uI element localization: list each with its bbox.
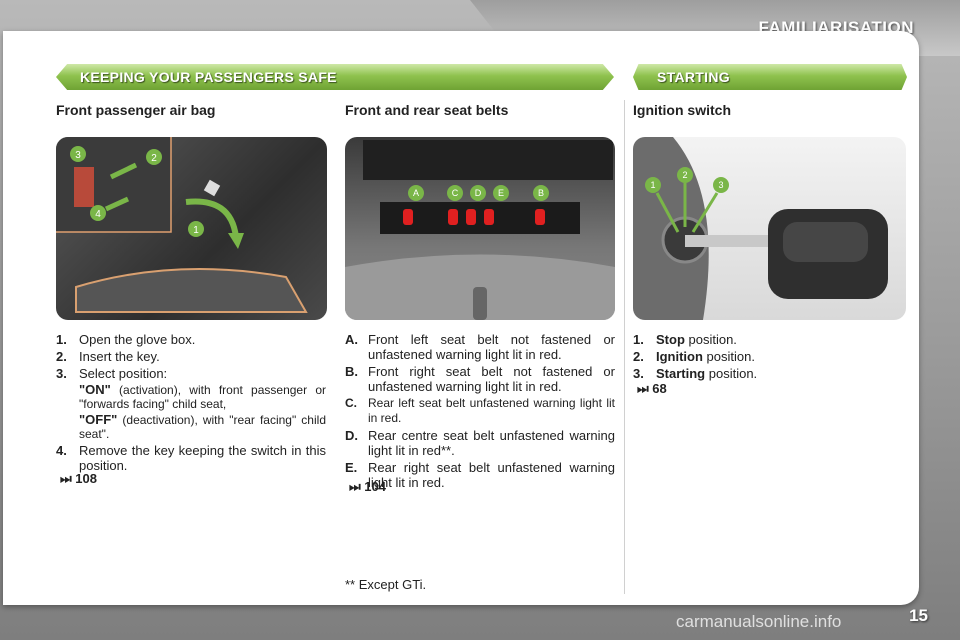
callout-1-icon: 1 <box>188 221 204 237</box>
belts-heading: Front and rear seat belts <box>345 102 509 118</box>
banner-passengers-safe-label: KEEPING YOUR PASSENGERS SAFE <box>80 69 337 85</box>
svg-text:D: D <box>475 188 482 198</box>
airbag-on-option: "ON" (activation), with front passenger … <box>79 382 326 412</box>
svg-text:3: 3 <box>75 150 81 161</box>
callout-1-icon: 1 <box>645 177 661 193</box>
list-item: 3.Select position: <box>56 366 168 381</box>
banner-starting: STARTING <box>633 64 907 90</box>
list-item: D.Rear centre seat belt unfastened warni… <box>345 428 615 458</box>
ignition-key-photo: 1 2 3 <box>633 137 906 320</box>
list-item: C.Rear left seat belt unfastened warning… <box>345 396 615 425</box>
column-divider <box>624 100 625 594</box>
callout-2-icon: 2 <box>146 149 162 165</box>
page-number: 15 <box>909 606 928 625</box>
seat-belt-warning-icon <box>403 209 545 225</box>
svg-text:C: C <box>452 188 459 198</box>
seat-belt-panel-photo: A C D E B <box>345 137 615 320</box>
airbag-heading: Front passenger air bag <box>56 102 216 118</box>
banner-passengers-safe: KEEPING YOUR PASSENGERS SAFE <box>56 64 614 90</box>
airbag-steps: 1.Open the glove box. 2.Insert the key. … <box>56 332 326 475</box>
callout-a-icon: A <box>408 185 424 201</box>
callout-d-icon: D <box>470 185 486 201</box>
svg-text:2: 2 <box>151 153 157 164</box>
callout-3-icon: 3 <box>70 146 86 162</box>
callout-4-icon: 4 <box>90 205 106 221</box>
svg-text:B: B <box>538 188 544 198</box>
footnote: ** Except GTi. <box>345 577 427 592</box>
banner-starting-label: STARTING <box>657 69 730 85</box>
airbag-off-option: "OFF" (deactivation), with "rear facing"… <box>79 412 326 442</box>
svg-text:1: 1 <box>193 225 199 236</box>
callout-e-icon: E <box>493 185 509 201</box>
list-item: 3.Starting position. <box>633 366 758 381</box>
airbag-page-ref[interactable]: ⏭ 108 <box>60 471 98 486</box>
callout-3-icon: 3 <box>713 177 729 193</box>
callout-c-icon: C <box>447 185 463 201</box>
list-item: A.Front left seat belt not fastened or u… <box>345 332 615 362</box>
list-item: B.Front right seat belt not fastened or … <box>345 364 615 394</box>
callout-2-icon: 2 <box>677 167 693 183</box>
ignition-heading: Ignition switch <box>633 102 731 118</box>
watermark: carmanualsonline.info <box>676 612 842 631</box>
svg-text:4: 4 <box>95 209 101 220</box>
list-item: 2.Insert the key. <box>56 349 160 364</box>
glove-box-photo: 3 2 4 1 <box>56 137 327 320</box>
list-item: 4.Remove the key keeping the switch in t… <box>56 443 326 473</box>
list-item: 1.Open the glove box. <box>56 332 196 347</box>
svg-text:1: 1 <box>650 180 655 190</box>
list-item: 1.Stop position. <box>633 332 737 347</box>
svg-text:A: A <box>413 188 419 198</box>
callout-b-icon: B <box>533 185 549 201</box>
svg-text:2: 2 <box>682 170 687 180</box>
ignition-positions: 1.Stop position. 2.Ignition position. 3.… <box>633 332 903 383</box>
list-item: 2.Ignition position. <box>633 349 755 364</box>
svg-text:3: 3 <box>718 180 723 190</box>
belt-warning-list: A.Front left seat belt not fastened or u… <box>345 332 615 492</box>
ignition-page-ref[interactable]: ⏭ 68 <box>637 381 667 396</box>
svg-text:E: E <box>498 188 504 198</box>
belts-page-ref[interactable]: ⏭ 104 <box>349 479 387 494</box>
list-item: E.Rear right seat belt unfastened warnin… <box>345 460 615 490</box>
